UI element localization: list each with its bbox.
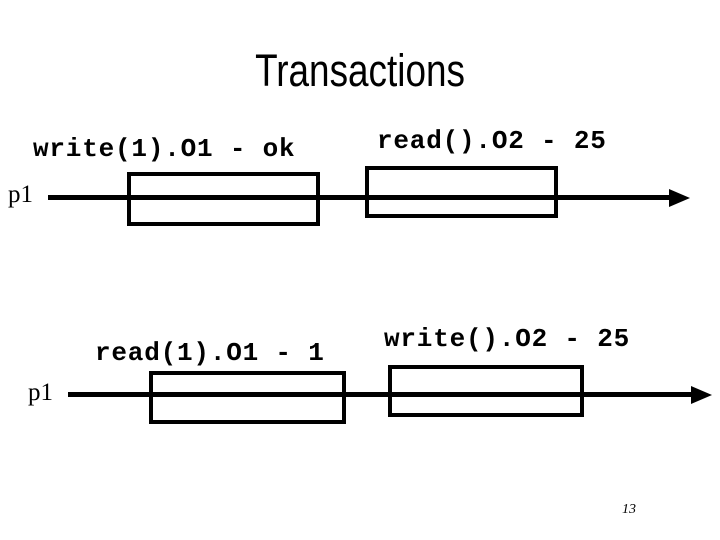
page-number: 13 bbox=[622, 502, 636, 517]
operation-label-write-o2: write().O2 - 25 bbox=[384, 324, 631, 354]
slide-title: Transactions bbox=[255, 45, 465, 96]
process-label-p1-top: p1 bbox=[8, 181, 33, 208]
operation-box-read-o2 bbox=[365, 166, 558, 218]
process-label-p1-bottom: p1 bbox=[28, 379, 53, 406]
arrow-right-icon bbox=[691, 386, 712, 404]
timeline-line-top bbox=[48, 195, 672, 200]
arrow-right-icon bbox=[669, 189, 690, 207]
operation-label-read-o1: read(1).O1 - 1 bbox=[95, 338, 325, 368]
operation-box-write-o1 bbox=[127, 172, 320, 226]
operation-box-read-o1 bbox=[149, 371, 346, 424]
operation-box-write-o2 bbox=[388, 365, 584, 417]
operation-label-read-o2: read().O2 - 25 bbox=[377, 126, 607, 156]
operation-label-write-o1: write(1).O1 - ok bbox=[33, 134, 296, 164]
timeline-line-bottom bbox=[68, 392, 694, 397]
